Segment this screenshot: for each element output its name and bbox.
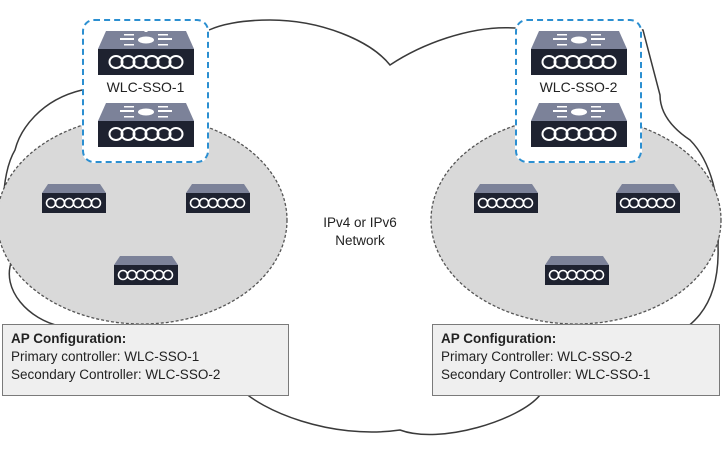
network-label-line1: IPv4 or IPv6: [323, 215, 397, 230]
access-point-icon: [185, 183, 251, 214]
access-point-icon: [41, 183, 107, 214]
secondary-controller: Secondary Controller: WLC-SSO-2: [11, 367, 221, 382]
config-title: AP Configuration:: [11, 331, 127, 346]
network-label-line2: Network: [335, 233, 385, 248]
primary-controller: Primary Controller: WLC-SSO-2: [441, 349, 633, 364]
ha-pair-left: WLC-SSO-1: [82, 19, 209, 163]
wireless-lan-controller-icon: [531, 103, 627, 147]
ha-pair-right: WLC-SSO-2: [515, 19, 642, 163]
controller-name: WLC-SSO-2: [539, 79, 618, 95]
secondary-controller: Secondary Controller: WLC-SSO-1: [441, 367, 651, 382]
ap-config-right: AP Configuration: Primary Controller: WL…: [432, 324, 720, 396]
primary-controller: Primary controller: WLC-SSO-1: [11, 349, 200, 364]
wireless-lan-controller-icon: [98, 31, 194, 75]
controller-name: WLC-SSO-1: [106, 79, 185, 95]
network-label: IPv4 or IPv6 Network: [300, 214, 420, 250]
config-title: AP Configuration:: [441, 331, 557, 346]
access-point-icon: [473, 183, 539, 214]
access-point-icon: [544, 255, 610, 286]
wireless-lan-controller-icon: [98, 103, 194, 147]
ap-config-left: AP Configuration: Primary controller: WL…: [2, 324, 289, 396]
wireless-lan-controller-icon: [531, 31, 627, 75]
access-point-icon: [113, 255, 179, 286]
access-point-icon: [615, 183, 681, 214]
